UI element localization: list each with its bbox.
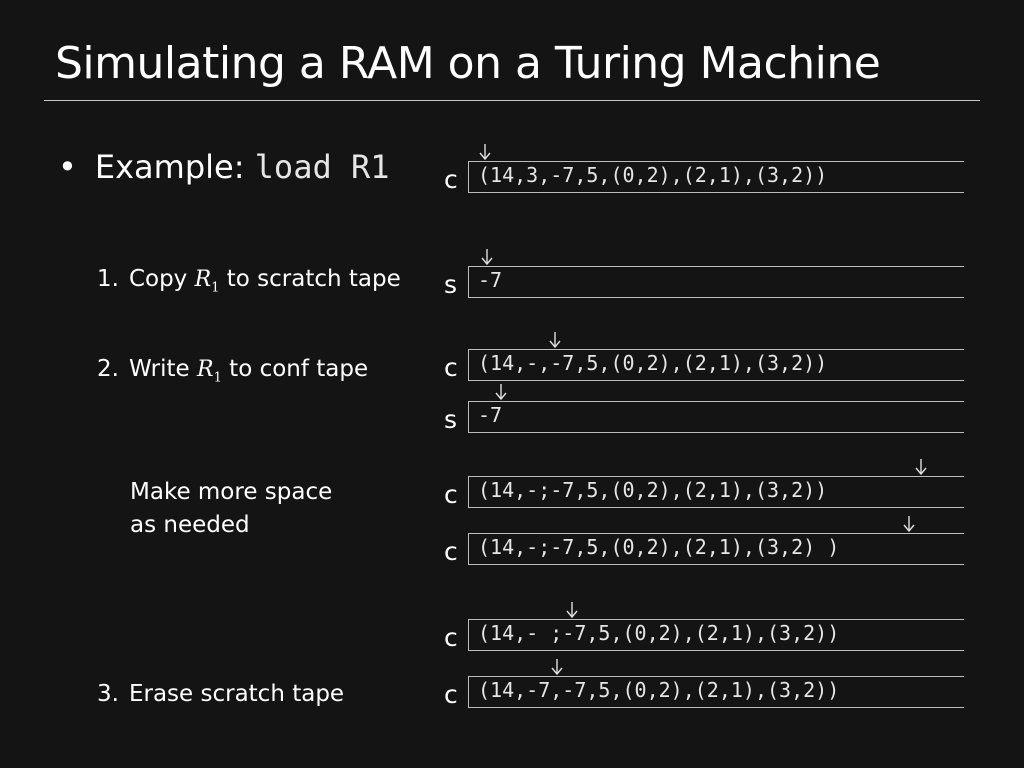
register-letter: R [197,357,214,382]
bullet-marker: • [58,148,77,186]
tape-head-arrow-icon [478,143,492,161]
conf-tape: (14,-7,-7,5,(0,2),(2,1),(3,2)) [468,676,964,708]
step-copy: 1. Copy R1 to scratch tape [97,266,401,295]
tape-label: c [444,537,458,566]
note-line-2: as needed [130,512,250,538]
conf-tape: (14,-,-7,5,(0,2),(2,1),(3,2)) [468,349,964,381]
tape-content: -7 [478,403,503,427]
register-symbol: R1 [194,267,220,296]
register-subscript: 1 [211,280,220,296]
tape-content: (14,- ;-7,5,(0,2),(2,1),(3,2)) [478,621,840,645]
tape-content: (14,-,-7,5,(0,2),(2,1),(3,2)) [478,351,828,375]
register-letter: R [194,267,212,292]
tape-label: s [444,270,458,299]
step-number: 1. [97,266,119,292]
step-text-post: to scratch tape [226,266,401,292]
tape-content: (14,-;-7,5,(0,2),(2,1),(3,2) ) [478,535,840,559]
scratch-tape: -7 [468,401,964,433]
scratch-tape: -7 [468,266,964,298]
conf-tape: (14,- ;-7,5,(0,2),(2,1),(3,2)) [468,619,964,651]
tape-label: c [444,480,458,509]
tape-label: c [444,680,458,709]
note-line-1: Make more space [130,479,333,505]
conf-tape: (14,-;-7,5,(0,2),(2,1),(3,2) ) [468,533,964,565]
slide-title: Simulating a RAM on a Turing Machine [55,38,881,89]
example-label: Example: [94,148,245,186]
tape-content: (14,-;-7,5,(0,2),(2,1),(3,2)) [478,478,828,502]
step-number: 3. [97,681,119,707]
example-code: load R1 [254,148,390,186]
tape-head-arrow-icon [494,383,508,401]
title-divider [44,100,980,101]
tape-head-arrow-icon [548,331,562,349]
tape-head-arrow-icon [550,658,564,676]
tape-label: s [444,405,458,434]
step-text-pre: Write [128,356,190,382]
step-erase: 3. Erase scratch tape [97,681,344,707]
tape-label: c [444,623,458,652]
tape-head-arrow-icon [480,248,494,266]
step-number: 2. [97,356,119,382]
tape-label: c [444,353,458,382]
step-text-post: to conf tape [229,356,369,382]
tape-content: -7 [478,268,503,292]
conf-tape: (14,3,-7,5,(0,2),(2,1),(3,2)) [468,161,964,193]
tape-head-arrow-icon [565,601,579,619]
register-symbol: R1 [197,357,222,386]
tape-content: (14,-7,-7,5,(0,2),(2,1),(3,2)) [478,678,840,702]
step-write: 2. Write R1 to conf tape [97,356,368,385]
register-subscript: 1 [213,370,222,386]
tape-head-arrow-icon [914,458,928,476]
tape-label: c [444,165,458,194]
conf-tape: (14,-;-7,5,(0,2),(2,1),(3,2)) [468,476,964,508]
example-bullet: • Example: load R1 [58,148,390,186]
tape-head-arrow-icon [902,515,916,533]
tape-content: (14,3,-7,5,(0,2),(2,1),(3,2)) [478,163,828,187]
step-text-pre: Copy [128,266,188,292]
step-text: Erase scratch tape [128,681,345,707]
